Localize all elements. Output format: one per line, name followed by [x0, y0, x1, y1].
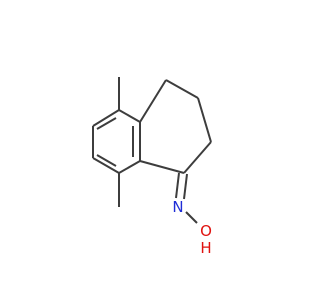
bond-c4a-c4: [139, 79, 167, 123]
bond-c4-c3: [165, 79, 199, 99]
saturated-ring: [139, 79, 212, 174]
bond-c1-n-outer: [175, 172, 180, 199]
bond-c8-c8a: [118, 160, 141, 174]
bond-c2-c1: [183, 141, 212, 174]
bond-c3-c2: [197, 97, 212, 143]
molecule-structure: N O H: [92, 77, 212, 257]
hydrogen-atom-label: H: [200, 239, 211, 257]
bond-c5-c6-inner: [96, 117, 117, 130]
bond-c5-c6: [92, 109, 120, 127]
nitrogen-atom-label: N: [172, 198, 183, 216]
oxygen-atom-label: O: [200, 222, 212, 240]
bond-c7-c8-inner: [96, 154, 117, 167]
bond-c4a-c5: [118, 109, 141, 123]
aromatic-ring: [92, 109, 141, 174]
bond-n-o: [185, 211, 198, 224]
bond-c1-c8a: [139, 160, 185, 174]
bond-c1-n-inner: [183, 173, 188, 200]
bond-c7-c8: [92, 157, 120, 174]
